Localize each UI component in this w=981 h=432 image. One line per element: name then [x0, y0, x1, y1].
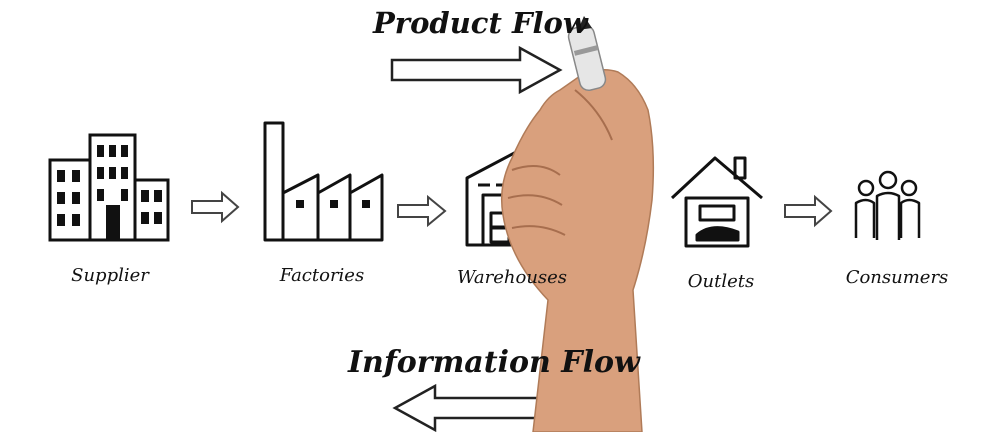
outlets-label: Outlets	[687, 271, 755, 292]
factories-label: Factories	[279, 265, 365, 286]
factory-icon	[263, 121, 384, 242]
warehouses-label: Warehouses	[456, 267, 568, 288]
flow-arrow-2	[397, 194, 447, 228]
people-group-icon	[854, 170, 921, 240]
office-buildings-icon	[48, 133, 170, 242]
information-flow-title: Information Flow	[348, 345, 640, 380]
flow-arrow-1	[191, 190, 240, 224]
flow-arrow-4	[784, 194, 833, 228]
marker-pen	[567, 16, 607, 92]
outlet-shop-icon	[670, 156, 763, 248]
consumers-label: Consumers	[845, 267, 949, 288]
product-flow-title: Product Flow	[373, 6, 588, 40]
product-flow-arrow	[390, 45, 563, 95]
supplier-label: Supplier	[71, 265, 149, 286]
hand-holding-marker-image	[500, 16, 655, 432]
